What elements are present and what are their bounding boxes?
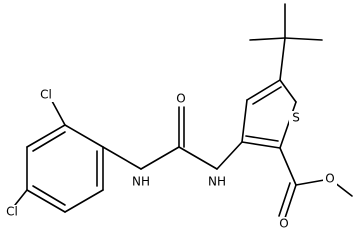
bond (284, 184, 297, 219)
bond (51, 100, 66, 126)
sulfur-atom-label: S (292, 111, 300, 125)
bond (278, 182, 291, 217)
bond (26, 189, 66, 213)
structure-diagram: Cl Cl NH NH O S O O (2, 3, 353, 231)
bond (216, 141, 243, 170)
bond (279, 79, 297, 103)
nh-left-label: NH (132, 175, 150, 189)
atom-labels: Cl Cl NH NH O S O O (2, 88, 337, 231)
bond (241, 99, 248, 143)
bond (64, 189, 104, 213)
ester-oxygen-label: O (325, 172, 334, 186)
bond (102, 146, 142, 170)
bond (252, 86, 282, 105)
bond (140, 146, 180, 170)
bond (178, 146, 218, 170)
bond (279, 147, 297, 186)
bond (32, 131, 66, 152)
bond (64, 124, 104, 148)
bond (249, 37, 286, 41)
molecule-canvas: Cl Cl NH NH O S O O (2, 3, 353, 231)
bond (14, 189, 28, 206)
ester-carbonyl-oxygen-label: O (279, 217, 288, 231)
bond (241, 141, 281, 149)
chlorine-atom-label: Cl (6, 205, 18, 219)
bond-lines (14, 3, 353, 219)
bond (279, 37, 286, 81)
bond (245, 135, 279, 142)
carbonyl-oxygen-label: O (176, 92, 185, 106)
bond (246, 79, 281, 101)
nh-right-label: NH (208, 175, 226, 189)
bond (279, 101, 297, 149)
chlorine-atom-label: Cl (40, 88, 52, 102)
bond (284, 37, 323, 41)
bond (32, 185, 66, 206)
bond (26, 124, 66, 148)
